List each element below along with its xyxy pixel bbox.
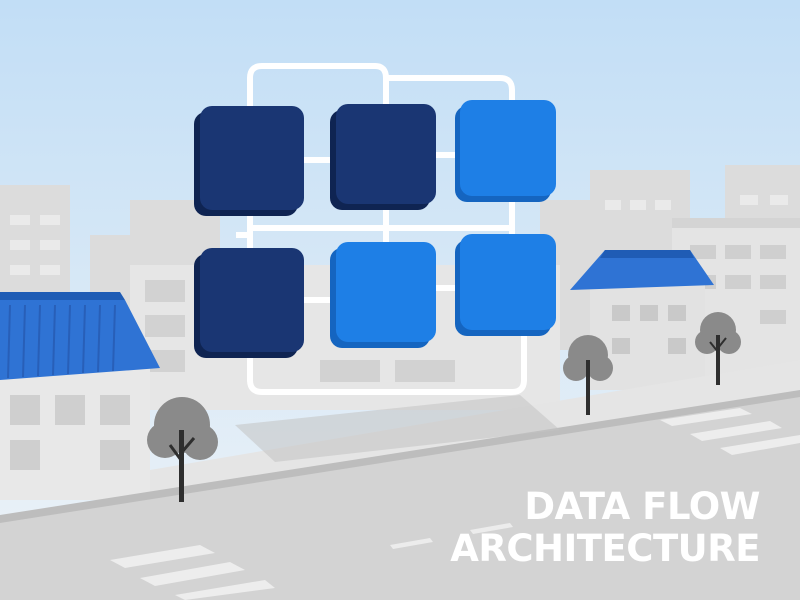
- tree-left: [147, 397, 218, 502]
- road-curb: [0, 390, 800, 523]
- right-house: [570, 250, 714, 390]
- node-r2-c2: [330, 242, 436, 348]
- caption: DATA FLOW ARCHITECTURE: [360, 486, 760, 570]
- node-r1-c3: [455, 100, 556, 202]
- lane-markings: [390, 523, 513, 549]
- grid-shadow: [235, 395, 560, 462]
- node-r1-c1: [194, 106, 304, 216]
- node-r2-c3: [455, 234, 556, 336]
- caption-line-2: ARCHITECTURE: [450, 527, 760, 570]
- caption-line-1: DATA FLOW: [524, 485, 760, 528]
- left-house: [0, 292, 160, 500]
- node-r2-c1: [194, 248, 304, 358]
- tree-right: [695, 312, 741, 385]
- tree-middle: [563, 335, 613, 415]
- crosswalk-right: [660, 408, 800, 455]
- crosswalk-left: [110, 545, 275, 600]
- node-r1-c2: [330, 104, 436, 210]
